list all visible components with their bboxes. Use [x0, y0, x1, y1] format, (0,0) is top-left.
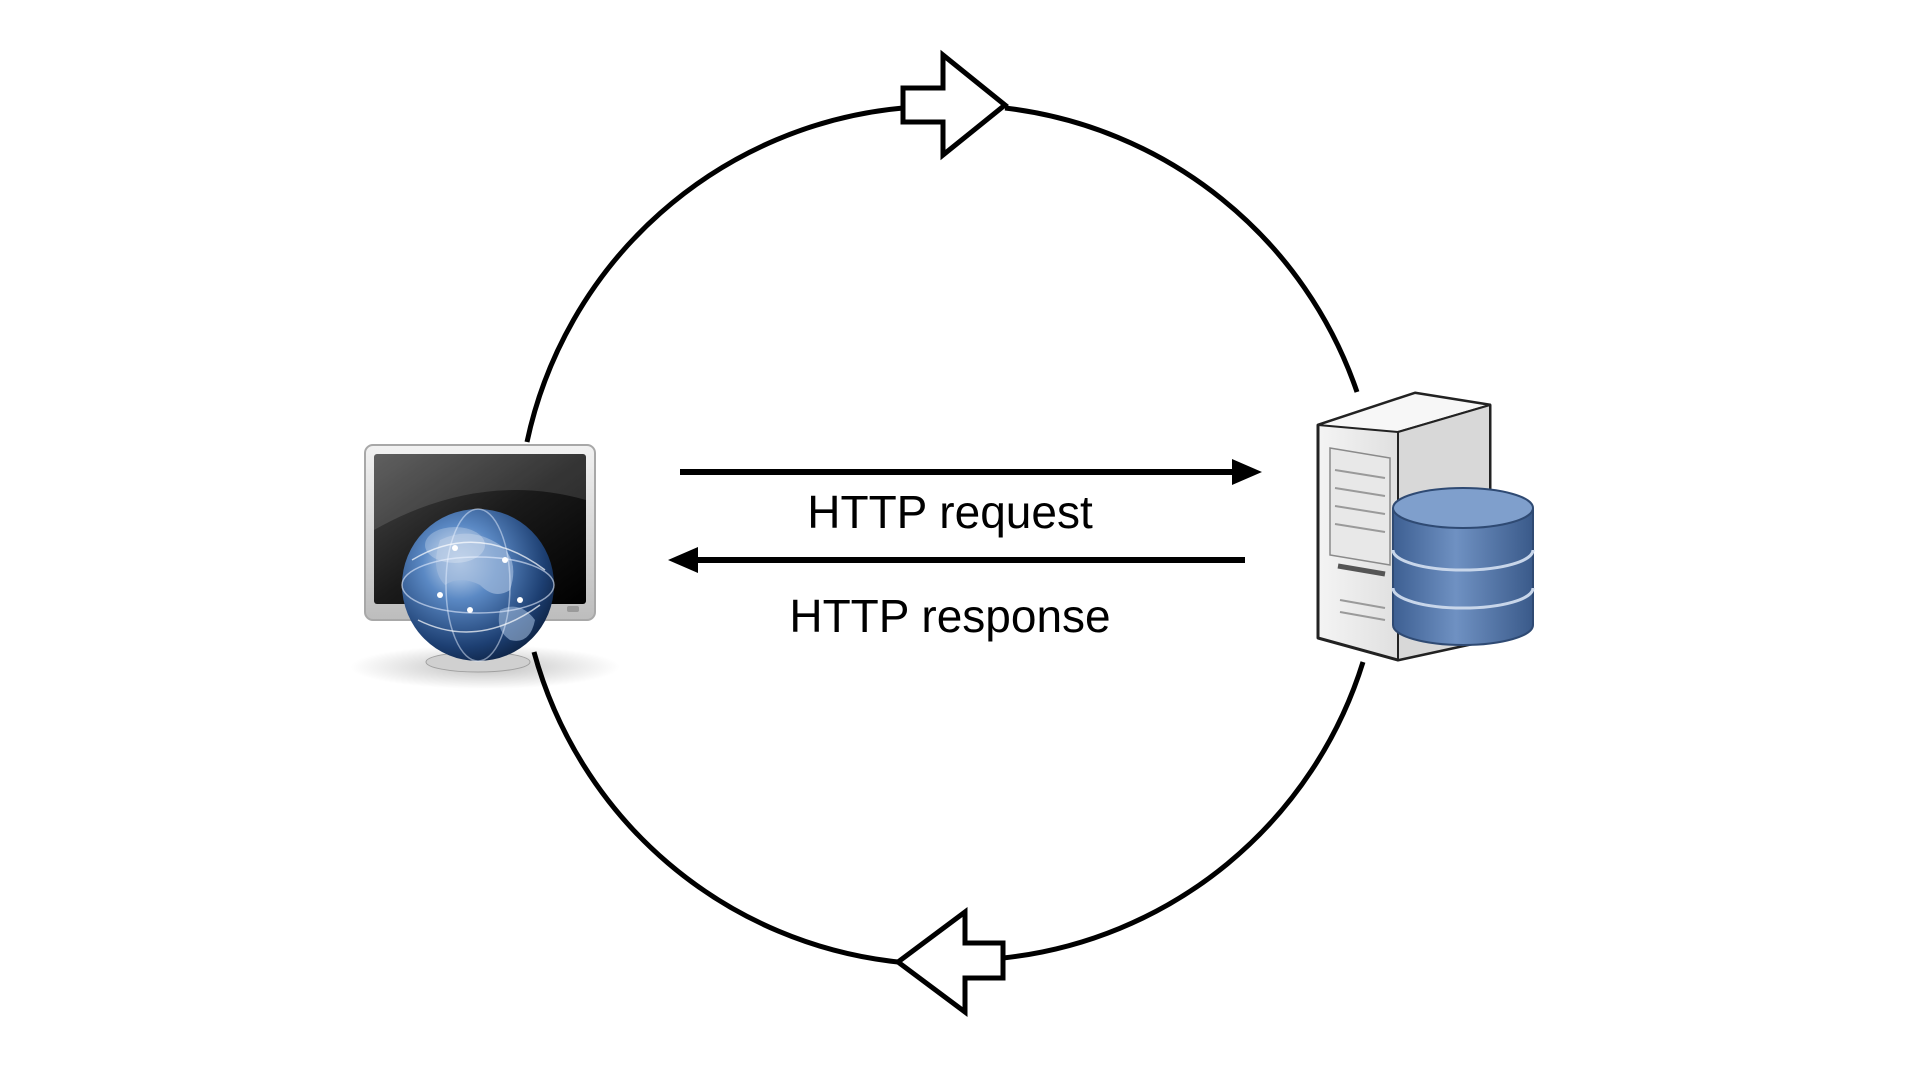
http-request-label: HTTP request: [807, 486, 1093, 538]
globe-icon: [401, 508, 555, 662]
cycle-arc-top-right: [1004, 105, 1360, 393]
cycle-arc-top: [524, 105, 904, 443]
database-icon: [1391, 487, 1535, 646]
request-arrowhead-icon: [1232, 459, 1262, 485]
cycle-arc-bottom-right: [1002, 661, 1366, 961]
http-response-label: HTTP response: [789, 590, 1111, 642]
client-computer-icon: [350, 444, 620, 689]
cycle-arrow-bottom-icon: [893, 907, 1006, 1017]
response-arrowhead-icon: [668, 547, 698, 573]
cycle-arc-bottom-left: [531, 651, 899, 965]
cycle-arrow-top-icon: [900, 49, 1009, 161]
